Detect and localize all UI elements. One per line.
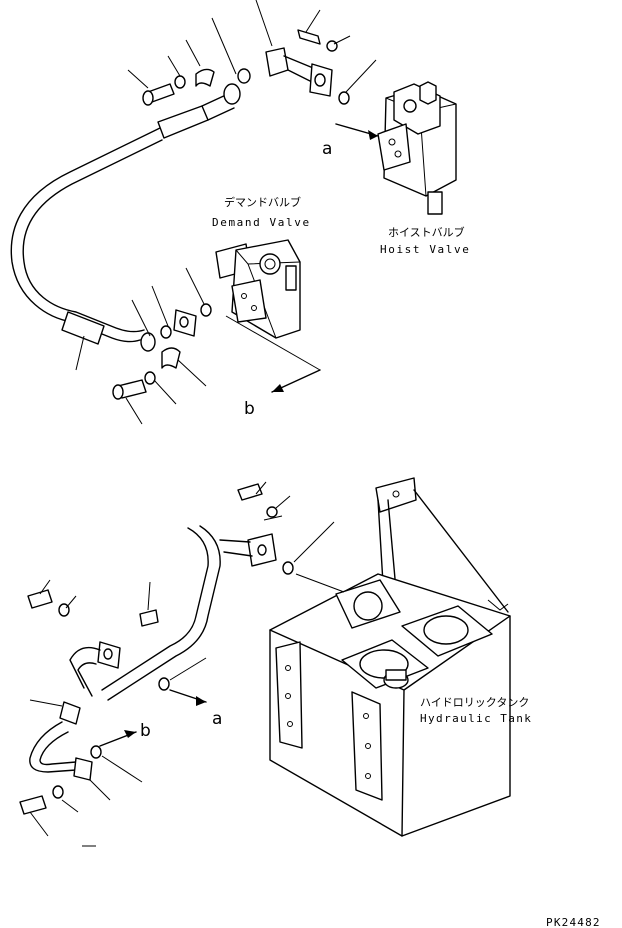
upper-hose [10,83,241,345]
hoist-valve-label-jp: ホイストバルブ [388,225,465,239]
lower-assembly: ハイドロリックタンク Hydraulic Tank a b [19,477,532,847]
hydraulic-tank-label-en: Hydraulic Tank [420,712,532,725]
lower-left-fittings [27,579,207,725]
ref-a-lower: a [212,709,222,729]
upper-elbow-pipe [237,0,377,105]
hoist-valve [335,81,457,215]
demand-valve [185,239,301,339]
demand-valve-fittings [75,285,321,425]
hoist-valve-label-en: Hoist Valve [380,243,470,256]
upper-left-bolt [127,17,237,106]
drawing-code: PK24482 [546,916,601,928]
ref-a-upper: a [322,139,332,159]
return-pipe [19,721,143,847]
upper-assembly: デマンドバルブ Demand Valve ホイストバルブ Hoist Valve… [10,0,470,425]
hydraulic-tank-label-jp: ハイドロリックタンク [420,696,529,709]
ref-b-upper: b [244,399,255,419]
demand-valve-label-en: Demand Valve [212,216,311,229]
demand-valve-label-jp: デマンドバルブ [224,195,301,209]
tank-pipe [101,481,345,701]
hydraulic-tank [269,477,511,837]
ref-b-lower: b [140,721,151,741]
